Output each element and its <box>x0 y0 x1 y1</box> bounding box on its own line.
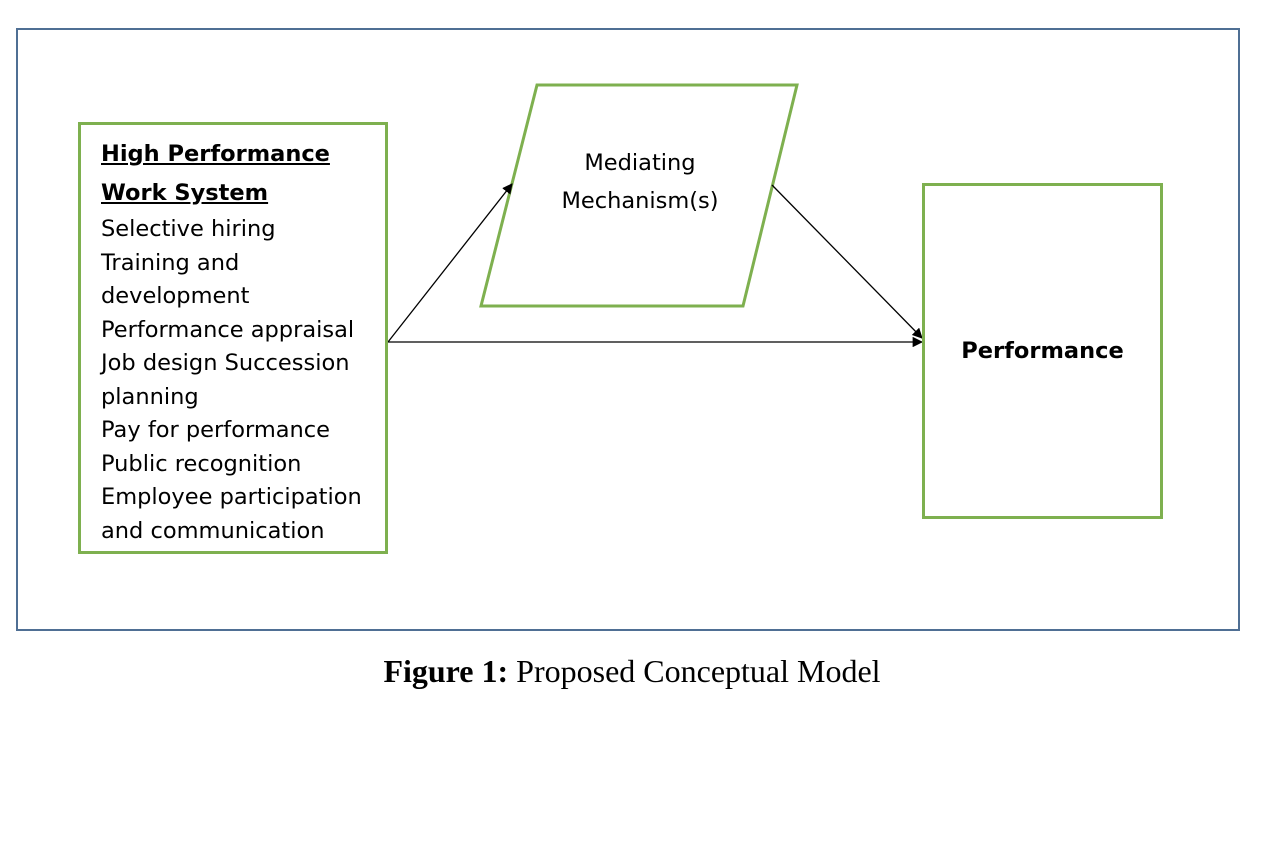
hpws-item: development <box>101 283 250 309</box>
mediator-label-line1: Mediating <box>584 150 696 176</box>
arrow-hpws-to-mediator <box>387 183 513 343</box>
mediator-label: Mediating Mechanism(s) <box>540 144 740 220</box>
mediator-label-line2: Mechanism(s) <box>561 188 719 214</box>
hpws-practice-list: Selective hiring Training and developmen… <box>101 213 385 548</box>
hpws-item: Selective hiring <box>101 216 276 242</box>
figure-caption-label: Figure 1: <box>383 653 509 689</box>
hpws-item: Training and <box>101 249 240 276</box>
arrow-mediator-to-performance <box>771 184 923 339</box>
hpws-item: Pay for performance <box>101 417 330 443</box>
hpws-item: Performance appraisal <box>101 316 355 343</box>
hpws-item: and communication <box>101 517 325 544</box>
hpws-item: Job design Succession <box>101 350 350 376</box>
hpws-heading-line2: Work System <box>101 180 269 206</box>
hpws-item: Public recognition <box>101 450 302 477</box>
figure-frame <box>16 28 1240 631</box>
figure-caption: Figure 1: Proposed Conceptual Model <box>0 653 1264 690</box>
hpws-item: planning <box>101 383 199 410</box>
performance-label: Performance <box>961 338 1124 364</box>
hpws-node: High Performance Work System Selective h… <box>78 122 388 554</box>
figure-caption-text: Proposed Conceptual Model <box>516 653 881 689</box>
hpws-item: Employee participation <box>101 484 362 510</box>
mediator-parallelogram <box>479 83 799 308</box>
performance-node: Performance <box>922 183 1163 519</box>
hpws-heading-line1: High Performance <box>101 141 330 167</box>
